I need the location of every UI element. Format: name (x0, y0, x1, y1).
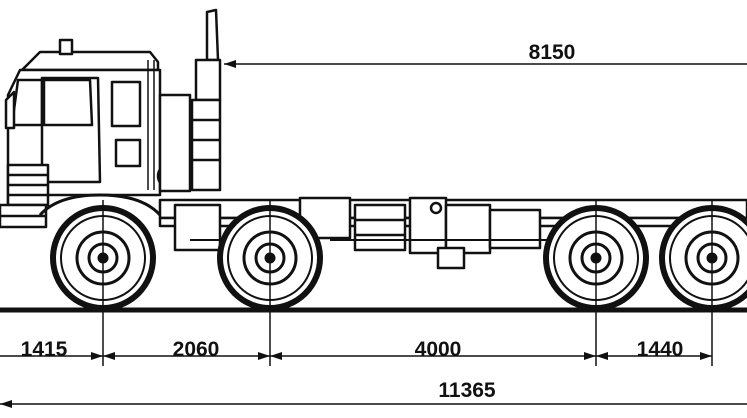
front-overhang-label: 1415 (21, 338, 68, 361)
wheelbase-3-4-label: 1440 (637, 338, 684, 361)
axle-4-wheel (659, 205, 747, 311)
wheelbase-2-3-label: 4000 (415, 338, 462, 361)
overall-length-label: 11365 (438, 379, 496, 402)
axle-centerlines (102, 200, 713, 366)
wheelbase-1-2-label: 2060 (173, 338, 220, 361)
frame-length-label: 8150 (529, 41, 576, 64)
cab (0, 38, 162, 229)
exhaust-stack (156, 8, 222, 193)
